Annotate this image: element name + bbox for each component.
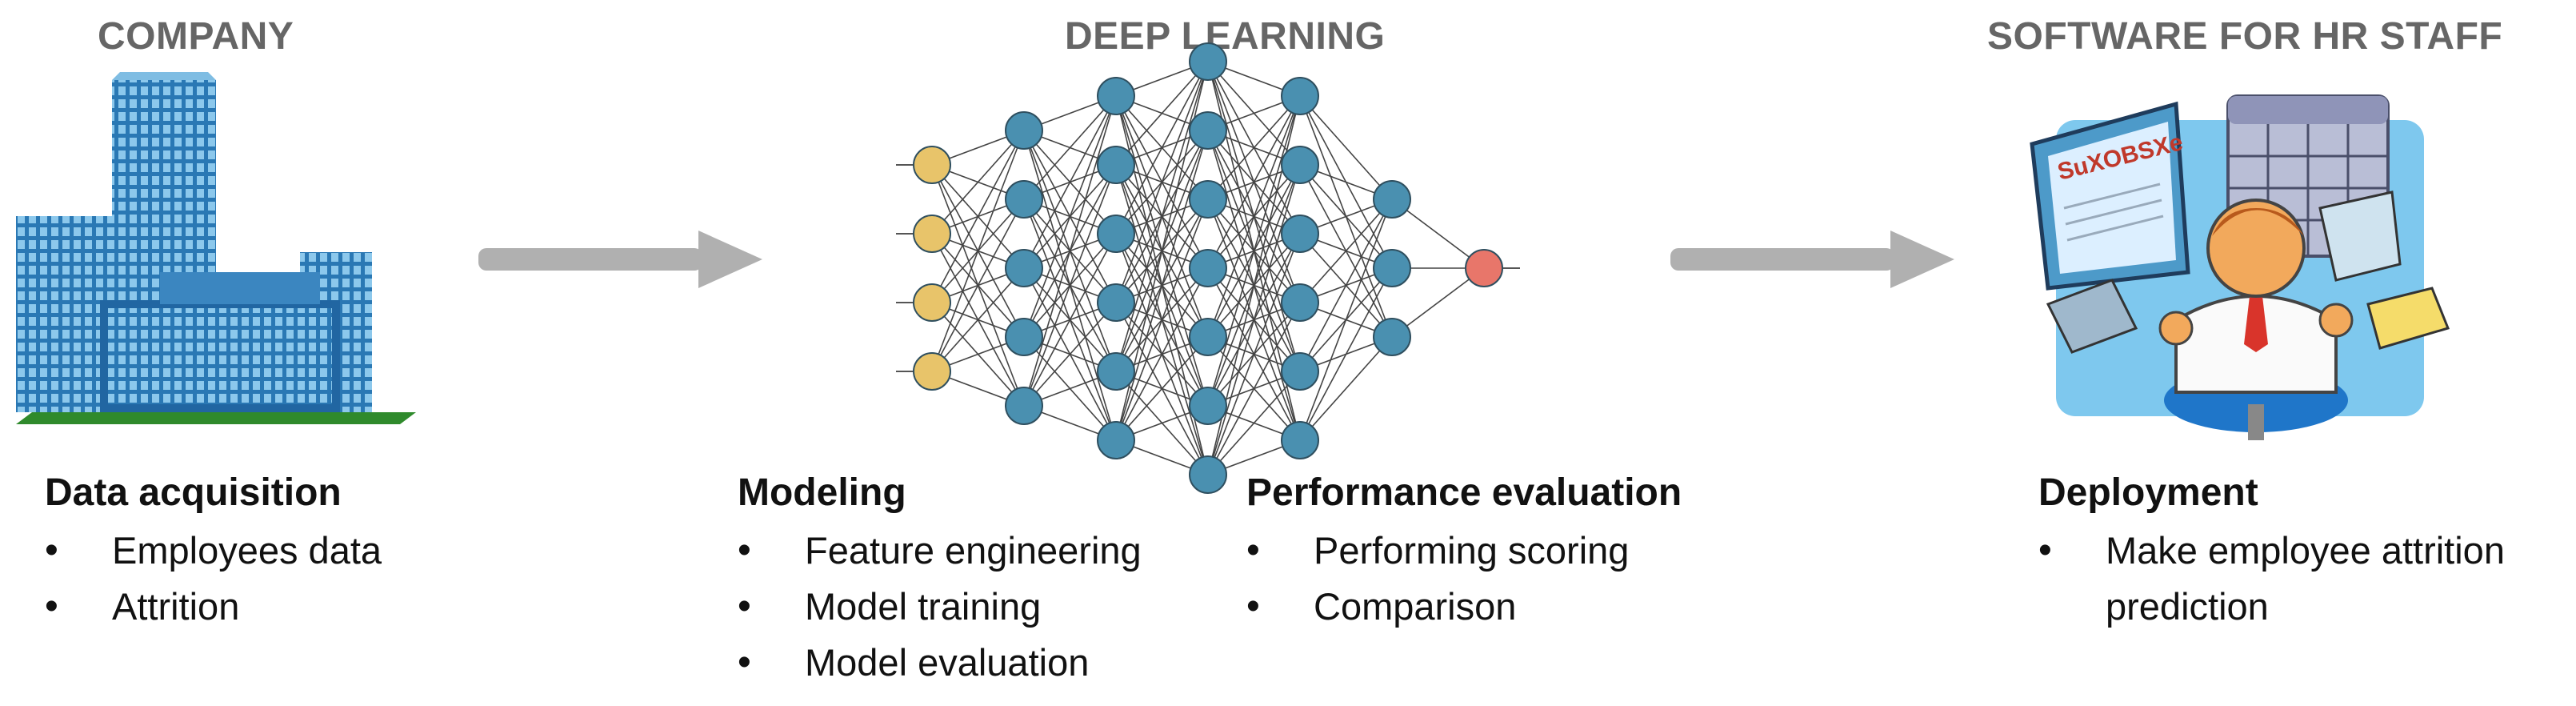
network-edge bbox=[1299, 199, 1393, 303]
hidden-node bbox=[1097, 215, 1135, 253]
hidden-node bbox=[1373, 180, 1411, 219]
network-edge bbox=[931, 130, 1025, 235]
network-edge bbox=[1115, 61, 1209, 166]
hidden-node bbox=[1005, 111, 1043, 150]
hidden-node bbox=[1097, 283, 1135, 322]
input-node bbox=[913, 283, 951, 322]
network-edge bbox=[1299, 336, 1393, 441]
hidden-node bbox=[1189, 42, 1227, 81]
hidden-node bbox=[1097, 146, 1135, 184]
network-edge bbox=[1023, 95, 1117, 338]
input-node bbox=[913, 352, 951, 391]
modeling-title: Modeling bbox=[738, 471, 906, 514]
data-acquisition-block: Data acquisition Employees data Attritio… bbox=[45, 471, 382, 635]
network-edge bbox=[1023, 95, 1117, 407]
network-edge bbox=[931, 199, 1025, 372]
hidden-node bbox=[1189, 318, 1227, 356]
hidden-node bbox=[1005, 249, 1043, 287]
hidden-node bbox=[1097, 421, 1135, 459]
network-edge bbox=[1023, 164, 1117, 407]
hidden-node bbox=[1005, 318, 1043, 356]
hr-software-illustration-icon: SuXOBSXe bbox=[2030, 94, 2450, 440]
hidden-node bbox=[1189, 111, 1227, 150]
hidden-node bbox=[1189, 387, 1227, 425]
input-node bbox=[913, 146, 951, 184]
list-item: Attrition bbox=[45, 579, 382, 635]
performance-evaluation-block: Performance evaluation Performing scorin… bbox=[1246, 471, 1682, 635]
network-edge bbox=[931, 130, 1025, 303]
input-node bbox=[913, 215, 951, 253]
neural-network-diagram bbox=[896, 42, 1520, 494]
list-item: Feature engineering bbox=[738, 523, 1142, 579]
list-item: Comparison bbox=[1246, 579, 1682, 635]
hidden-node bbox=[1189, 455, 1227, 494]
list-item: Model training bbox=[738, 579, 1142, 635]
network-edge bbox=[1023, 95, 1117, 200]
network-edge bbox=[1115, 61, 1209, 372]
hidden-node bbox=[1281, 215, 1319, 253]
network-edge bbox=[1299, 199, 1393, 441]
list-item: Model evaluation bbox=[738, 635, 1142, 691]
network-edge bbox=[1207, 95, 1301, 200]
network-edge bbox=[1023, 233, 1117, 407]
modeling-block: Modeling Feature engineering Model train… bbox=[738, 471, 1142, 691]
company-building-icon bbox=[16, 72, 416, 424]
hidden-node bbox=[1373, 318, 1411, 356]
hidden-node bbox=[1281, 146, 1319, 184]
network-edge bbox=[1115, 130, 1209, 441]
hidden-node bbox=[1097, 77, 1135, 115]
list-item-continuation: prediction bbox=[2106, 585, 2269, 628]
network-edge bbox=[1207, 164, 1301, 475]
network-edge bbox=[1207, 95, 1301, 407]
network-edge bbox=[1023, 95, 1117, 269]
data-acquisition-title: Data acquisition bbox=[45, 471, 342, 514]
network-edge bbox=[931, 130, 1025, 372]
hidden-node bbox=[1281, 352, 1319, 391]
network-edge bbox=[1299, 95, 1393, 200]
column-title-company: COMPANY bbox=[98, 15, 294, 58]
column-title-software: SOFTWARE FOR HR STAFF bbox=[1987, 15, 2503, 58]
network-edge bbox=[1115, 199, 1209, 441]
network-edge bbox=[1299, 267, 1393, 441]
network-edge bbox=[1115, 336, 1209, 441]
network-edge bbox=[1207, 233, 1301, 475]
hidden-node bbox=[1281, 421, 1319, 459]
output-node bbox=[1465, 249, 1503, 287]
hidden-node bbox=[1189, 249, 1227, 287]
arrow-right-icon-1 bbox=[478, 231, 762, 288]
list-item: Performing scoring bbox=[1246, 523, 1682, 579]
network-edge bbox=[1207, 371, 1301, 475]
network-edge bbox=[1115, 267, 1209, 441]
hidden-node bbox=[1189, 180, 1227, 219]
performance-evaluation-title: Performance evaluation bbox=[1246, 471, 1682, 514]
deployment-title: Deployment bbox=[2038, 471, 2258, 514]
arrow-right-icon-2 bbox=[1670, 231, 1954, 288]
column-title-deep-learning: DEEP LEARNING bbox=[1065, 15, 1386, 58]
network-edge bbox=[931, 267, 1025, 372]
hidden-node bbox=[1005, 387, 1043, 425]
hidden-node bbox=[1281, 283, 1319, 322]
hidden-node bbox=[1097, 352, 1135, 391]
hidden-node bbox=[1281, 77, 1319, 115]
network-edge bbox=[1115, 61, 1209, 303]
network-edge bbox=[1207, 95, 1301, 338]
network-edge bbox=[1207, 302, 1301, 475]
hidden-node bbox=[1005, 180, 1043, 219]
deployment-block: Deployment Make employee attrition predi… bbox=[2038, 471, 2505, 635]
network-edge bbox=[1023, 302, 1117, 407]
network-edge bbox=[1207, 95, 1301, 269]
list-item: Employees data bbox=[45, 523, 382, 579]
hidden-node bbox=[1373, 249, 1411, 287]
network-edge bbox=[1299, 199, 1393, 372]
list-item: Make employee attrition bbox=[2038, 523, 2505, 579]
network-edge bbox=[1115, 61, 1209, 235]
